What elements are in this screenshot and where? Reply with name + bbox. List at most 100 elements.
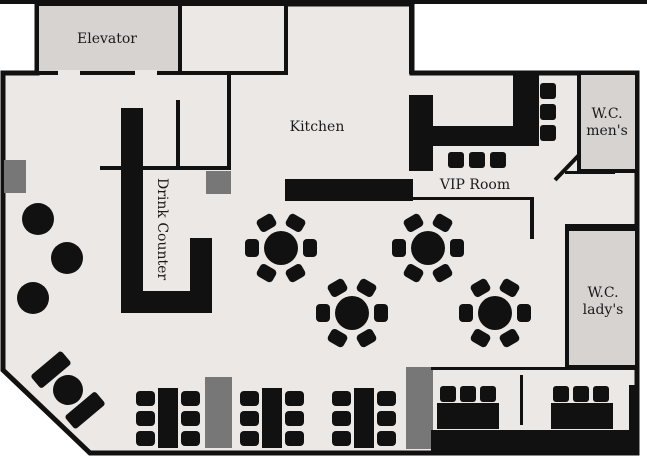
round-table-chair [256,213,277,232]
round-table-chair [327,329,348,348]
pillar [206,171,231,194]
rect-table [262,388,282,448]
booth-seat [593,386,609,402]
vip-chair [469,152,485,168]
rect-table-chair [240,391,259,406]
elevator-label: Elevator [77,31,137,47]
round-table-chair [432,264,453,283]
round-table-chair [499,278,520,297]
elevator-door-gap [135,70,157,76]
booth-table [437,403,499,429]
round-table-chair [450,239,464,257]
round-table-chair [499,329,520,348]
lounge-table [53,375,83,405]
rect-table-chair [285,391,304,406]
round-table-chair [327,278,348,297]
wc-men-label-line2: men's [586,123,628,139]
booth-wall [520,375,523,425]
round-table-chair [356,278,377,297]
rect-table-chair [332,431,351,446]
pillar [406,367,433,449]
round-table-small [17,282,49,314]
vip-chair [490,152,506,168]
elevator-door-gap [58,70,80,76]
round-table-chair [245,239,259,257]
round-table [478,296,512,330]
kitchen-label: Kitchen [290,119,345,135]
round-table [264,231,298,265]
rect-table-chair [285,431,304,446]
round-table-chair [517,304,531,322]
round-table-chair [256,264,277,283]
vip-chair [448,152,464,168]
round-table-chair [470,278,491,297]
booth-wall [431,367,637,370]
rect-table-chair [136,431,155,446]
round-table-chair [303,239,317,257]
round-table-chair [403,264,424,283]
booth-left [431,386,629,451]
booth-table [551,403,613,429]
rect-table-chair [285,411,304,426]
rect-table-chair [377,411,396,426]
rect-table-chair [377,431,396,446]
round-table-small [51,242,83,274]
round-table-chair [374,304,388,322]
pillar [4,160,26,193]
vip-wall-top [409,126,539,146]
wc-lady-label-line2: lady's [583,302,624,318]
partition-wall [100,166,231,170]
room-beside-elevator [178,2,288,75]
lounge-set [31,351,105,429]
vip-chair [540,83,556,99]
rect-table-chair [332,391,351,406]
round-table-chair [459,304,473,322]
round-table-chair [285,213,306,232]
pillar [205,377,232,448]
round-table-small [22,203,54,235]
corridor-wall [565,171,615,174]
vip-chair [540,104,556,120]
booth-seat [440,386,456,402]
drink-counter-label: Drink Counter [154,178,170,280]
round-tables [245,213,531,348]
booth-seat [573,386,589,402]
round-table-chair [403,213,424,232]
kitchen-counter-bottom [285,179,413,201]
round-table-chair [470,329,491,348]
round-table-chair [392,239,406,257]
booth-seat [480,386,496,402]
rect-table-chair [332,411,351,426]
rect-table [354,388,374,448]
lounge-chair [31,351,71,388]
vip-wall-left [409,95,433,171]
wc-lady-label-line1: W.C. [587,285,618,301]
booth-wall [629,385,637,451]
booth-bench [431,430,629,451]
rect-table [158,388,178,448]
rect-table-chair [377,391,396,406]
vip-room-label: VIP Room [439,177,510,193]
corridor-wall [565,224,569,367]
partition-wall [227,73,231,170]
rect-table-chair [136,391,155,406]
vip-chair [540,125,556,141]
drink-counter [121,108,212,313]
rect-table-chair [181,411,200,426]
rect-table-chair [136,411,155,426]
kitchen-wall-left [284,4,288,74]
vip-wall-right [513,73,539,146]
vip-wall-bottom [413,197,533,200]
elevator-room [35,2,182,75]
round-table-chair [356,329,377,348]
corridor-wall [553,153,581,182]
rect-table-chair [181,391,200,406]
booth-seat [553,386,569,402]
vip-wall-divider [530,197,534,239]
rect-table-chair [240,411,259,426]
rect-tables [136,388,396,448]
booth-seat [460,386,476,402]
wc-men-room [577,71,639,173]
corridor-wall [565,224,637,228]
